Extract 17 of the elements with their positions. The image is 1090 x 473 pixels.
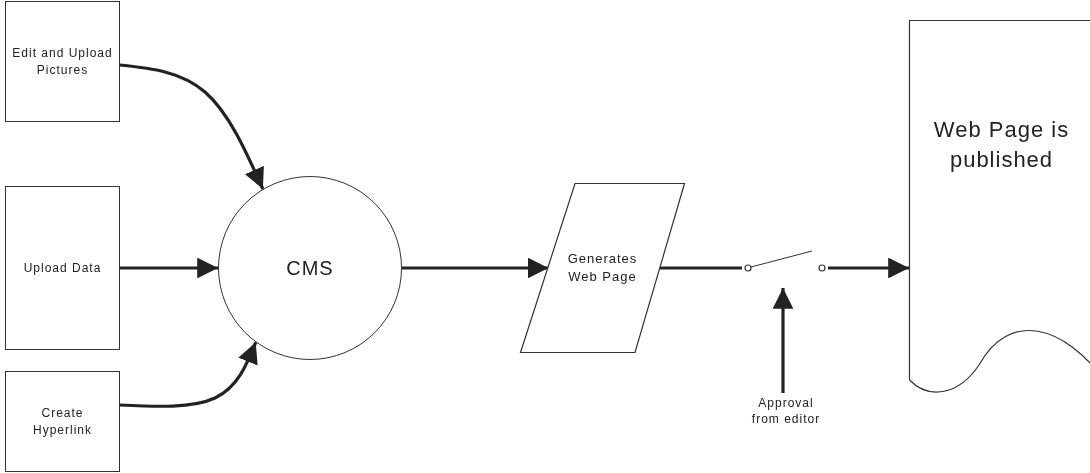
- annotation-text: Approval from editor: [750, 395, 822, 428]
- process-box: [5, 186, 120, 350]
- node-label: Upload Data: [23, 259, 102, 277]
- process-box: [5, 371, 120, 472]
- arrow: [119, 341, 258, 408]
- node-label: Generates Web Page: [566, 250, 639, 286]
- arrow: [402, 257, 549, 279]
- process-box: [5, 1, 120, 122]
- node-label: CMS: [286, 255, 334, 281]
- node-label: Edit and Upload Pictures: [11, 45, 114, 78]
- node-label: Create Hyperlink: [32, 405, 93, 438]
- node-label: Web Page is published: [932, 116, 1071, 174]
- connector-line: [659, 266, 742, 270]
- arrow: [120, 257, 218, 279]
- arrow: [828, 257, 909, 279]
- arrow: [119, 63, 265, 190]
- arrow: [772, 288, 794, 393]
